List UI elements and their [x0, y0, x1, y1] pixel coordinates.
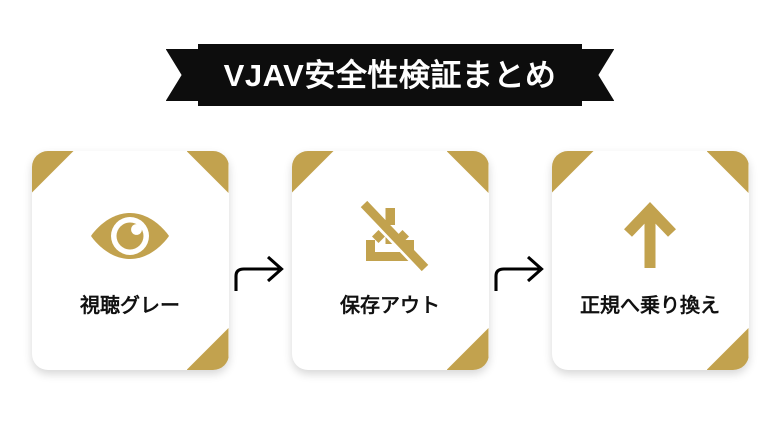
- ribbon-body: VJAV安全性検証まとめ: [197, 44, 583, 106]
- corner-accent-bottom-right-icon: [186, 328, 229, 370]
- ribbon: VJAV安全性検証まとめ: [165, 44, 615, 106]
- corner-accent-bottom-right-icon: [446, 328, 489, 370]
- download-off-icon: [344, 190, 436, 282]
- steps-row: 視聴グレー: [0, 148, 780, 373]
- step-card-1-label: 視聴グレー: [80, 294, 180, 317]
- step-card-2[interactable]: 保存アウト: [291, 151, 489, 370]
- step-card-3[interactable]: 正規へ乗り換え: [551, 151, 749, 370]
- corner-accent-bottom-right-icon: [706, 328, 749, 370]
- corner-accent-top-right-icon: [186, 151, 229, 193]
- connector-arrow-1: [229, 151, 292, 370]
- arrow-up-icon: [604, 190, 696, 282]
- step-card-2-label: 保存アウト: [340, 294, 440, 317]
- title-banner: VJAV安全性検証まとめ: [0, 42, 780, 108]
- connector-arrow-2: [489, 151, 552, 370]
- eye-icon: [84, 190, 176, 282]
- corner-accent-top-right-icon: [446, 151, 489, 193]
- step-card-3-label: 正規へ乗り換え: [580, 294, 720, 317]
- corner-accent-top-left-icon: [291, 151, 334, 193]
- corner-accent-top-left-icon: [551, 151, 594, 193]
- page-title: VJAV安全性検証まとめ: [223, 57, 557, 93]
- corner-accent-top-right-icon: [706, 151, 749, 193]
- step-card-1[interactable]: 視聴グレー: [31, 151, 229, 370]
- corner-accent-top-left-icon: [31, 151, 74, 193]
